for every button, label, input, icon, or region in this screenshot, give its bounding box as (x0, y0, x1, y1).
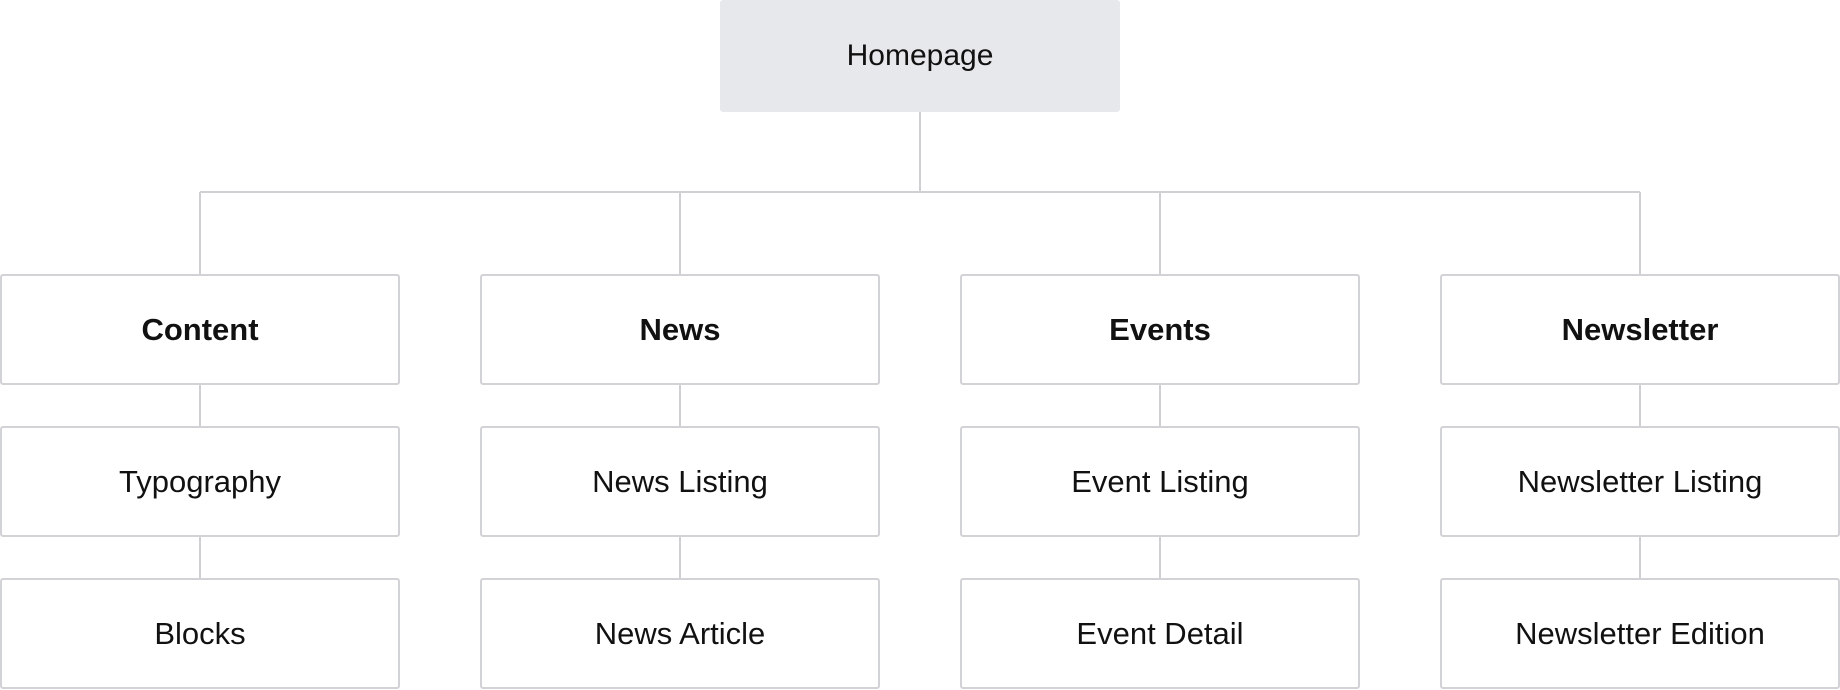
node-events-label: Events (1109, 311, 1211, 347)
node-event-detail-label: Event Detail (1076, 615, 1244, 651)
node-blocks: Blocks (0, 578, 400, 689)
node-newsletter-edition-label: Newsletter Edition (1515, 615, 1765, 651)
node-news-article-label: News Article (594, 615, 766, 651)
node-newsletter-edition: Newsletter Edition (1440, 578, 1840, 689)
node-event-listing-label: Event Listing (1071, 463, 1249, 499)
node-typography-label: Typography (119, 463, 281, 499)
node-blocks-label: Blocks (154, 615, 246, 651)
node-news: News (480, 274, 880, 385)
node-event-listing: Event Listing (960, 426, 1360, 537)
node-events: Events (960, 274, 1360, 385)
node-newsletter-listing: Newsletter Listing (1440, 426, 1840, 537)
node-newsletter-label: Newsletter (1561, 311, 1719, 347)
node-content-label: Content (141, 311, 259, 347)
node-content: Content (0, 274, 400, 385)
node-newsletter-listing-label: Newsletter Listing (1517, 463, 1763, 499)
node-homepage: Homepage (720, 0, 1120, 112)
node-newsletter: Newsletter (1440, 274, 1840, 385)
node-news-listing: News Listing (480, 426, 880, 537)
node-news-label: News (639, 311, 721, 347)
node-news-article: News Article (480, 578, 880, 689)
node-event-detail: Event Detail (960, 578, 1360, 689)
node-news-listing-label: News Listing (592, 463, 768, 499)
node-typography: Typography (0, 426, 400, 537)
node-homepage-label: Homepage (846, 39, 994, 72)
